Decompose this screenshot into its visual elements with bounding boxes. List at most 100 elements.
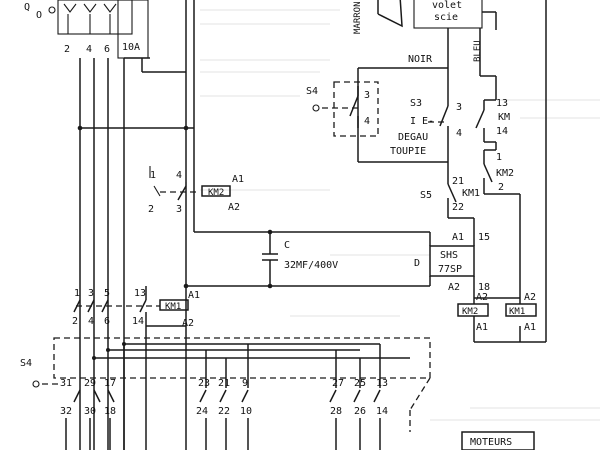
km-top-14: 14 xyxy=(496,126,508,137)
coil-km2-a1: A1 xyxy=(476,322,488,333)
shs-77sp-relay: A1 15 D SHS 77SP A2 18 xyxy=(414,232,490,298)
km2-nc-contact: 1 KM2 2 xyxy=(483,149,521,298)
label-o: O xyxy=(36,10,42,21)
s3-degau-toupie-switch: S3 I E- 3 4 DEGAU TOUPIE xyxy=(358,92,462,178)
s4-lower-selector: S4 31 29 17 32 30 18 23 21 9 24 22 10 27… xyxy=(20,326,431,450)
km-top-13: 13 xyxy=(496,98,508,109)
km1-bot-2: 2 xyxy=(72,316,78,327)
shs-a2: A2 xyxy=(448,282,460,293)
shs-15: 15 xyxy=(478,232,490,243)
km1-top-13: 13 xyxy=(134,288,146,299)
scie-label: scie xyxy=(434,12,458,23)
s5-label: S5 xyxy=(420,190,432,201)
s3-symbol: I E- xyxy=(410,116,434,127)
degau-label: DEGAU xyxy=(398,132,428,143)
km2-auxiliary-contact: 1 4 2 3 KM2 A1 A2 xyxy=(148,166,244,215)
km2-contact-top-1: 1 xyxy=(150,170,156,181)
s4-g1-top-29: 29 xyxy=(84,378,96,389)
s4-g2-top-21: 21 xyxy=(218,378,230,389)
q-terminal-2: 2 xyxy=(64,44,70,55)
s4-g1-bot-18: 18 xyxy=(104,406,116,417)
km2-contact-2: 2 xyxy=(498,182,504,193)
km1-bot-14: 14 xyxy=(132,316,144,327)
s4-g1-top-17: 17 xyxy=(104,378,116,389)
coil-km1-box xyxy=(505,303,537,317)
coil-km1-a1: A1 xyxy=(524,322,536,333)
moteurs-box: MOTEURS xyxy=(461,431,535,450)
shs-name: SHS xyxy=(440,250,458,261)
km1-top-1: 1 xyxy=(74,288,80,299)
s3-label: S3 xyxy=(410,98,422,109)
s5-terminal-22: 22 xyxy=(452,202,464,213)
capacitor-c: C 32MF/400V xyxy=(262,232,338,289)
s4-g1-bot-30: 30 xyxy=(84,406,96,417)
power-bus-lines xyxy=(77,0,195,450)
s4-top-label: S4 xyxy=(306,86,318,97)
km2-coil-a1: A1 xyxy=(232,174,244,185)
coil-km2-label: KM2 xyxy=(462,307,478,317)
right-coils: A2 KM2 A1 A2 KM1 A1 xyxy=(457,292,537,343)
s4-actuator-icon xyxy=(312,104,320,112)
km1-top-3: 3 xyxy=(88,288,94,299)
main-breaker-q: Q O 2 4 6 10A xyxy=(24,0,149,59)
km1-bot-6: 6 xyxy=(104,316,110,327)
volet-label: volet xyxy=(432,0,462,11)
s4-g2-top-23: 23 xyxy=(198,378,210,389)
moteurs-label: MOTEURS xyxy=(470,437,512,448)
label-q: Q xyxy=(24,2,30,13)
km1-bot-4: 4 xyxy=(88,316,94,327)
s4-g3-top-13: 13 xyxy=(376,378,388,389)
km2-coil-label: KM2 xyxy=(208,188,224,198)
s4-bottom-actuator-icon xyxy=(32,380,40,388)
km1-a1: A1 xyxy=(188,290,200,301)
s5-terminal-21: 21 xyxy=(452,176,464,187)
s4-g3-bot-14: 14 xyxy=(376,406,388,417)
shs-d: D xyxy=(414,258,420,269)
s3-terminal-3: 3 xyxy=(456,102,462,113)
capacitor-value: 32MF/400V xyxy=(284,260,338,271)
s4-bottom-label: S4 xyxy=(20,358,32,369)
km2-contact-bot-2: 2 xyxy=(148,204,154,215)
s4-g2-bot-24: 24 xyxy=(196,406,208,417)
wire-bleu-label: BLEU xyxy=(473,40,483,62)
shs-model: 77SP xyxy=(438,264,462,275)
s4-g2-top-9: 9 xyxy=(242,378,248,389)
km2-contact-1: 1 xyxy=(496,152,502,163)
km1-top-5: 5 xyxy=(104,288,110,299)
s4-upper-contact: S4 3 4 xyxy=(306,81,379,137)
s4-g1-bot-32: 32 xyxy=(60,406,72,417)
s4-g3-top-27: 27 xyxy=(332,378,344,389)
km2-coil-a2: A2 xyxy=(228,202,240,213)
km2-contact-bot-3: 3 xyxy=(176,204,182,215)
km1-coil-box xyxy=(159,299,189,311)
shs-18: 18 xyxy=(478,282,490,293)
wire-noir-label: NOIR xyxy=(408,54,433,65)
breaker-lever-icon xyxy=(48,6,56,14)
capacitor-label: C xyxy=(284,240,290,251)
km1-a2: A2 xyxy=(182,318,194,329)
s4-g3-bot-26: 26 xyxy=(354,406,366,417)
s3-terminal-4: 4 xyxy=(456,128,462,139)
km1-main-contacts: 1 3 5 13 KM1 A1 A2 2 4 6 14 xyxy=(72,286,200,329)
s5-km1-label: KM1 xyxy=(462,188,480,199)
volet-scie-switch: MARRON volet scie BLEU NOIR xyxy=(353,0,497,162)
km2-contact-top-4: 4 xyxy=(176,170,182,181)
s4-top-terminal-4: 4 xyxy=(364,116,370,127)
km1-coil-label: KM1 xyxy=(165,302,181,312)
wire-marron-label: MARRON xyxy=(353,1,363,34)
shs-a1: A1 xyxy=(452,232,464,243)
fuse-rating: 10A xyxy=(122,42,140,53)
background-scan-noise xyxy=(200,9,600,421)
km-13-14-contact: 13 KM 14 xyxy=(475,98,510,150)
s4-g3-bot-28: 28 xyxy=(330,406,342,417)
shs-box xyxy=(429,245,475,277)
km-top-label: KM xyxy=(498,112,510,123)
toupie-label: TOUPIE xyxy=(390,146,426,157)
s4-top-terminal-3: 3 xyxy=(364,90,370,101)
q-terminal-6: 6 xyxy=(104,44,110,55)
s5-km1-nc-contact: S5 21 KM1 22 xyxy=(420,176,480,232)
q-terminal-4: 4 xyxy=(86,44,92,55)
s4-g2-bot-10: 10 xyxy=(240,406,252,417)
coil-km1-label: KM1 xyxy=(509,307,525,317)
